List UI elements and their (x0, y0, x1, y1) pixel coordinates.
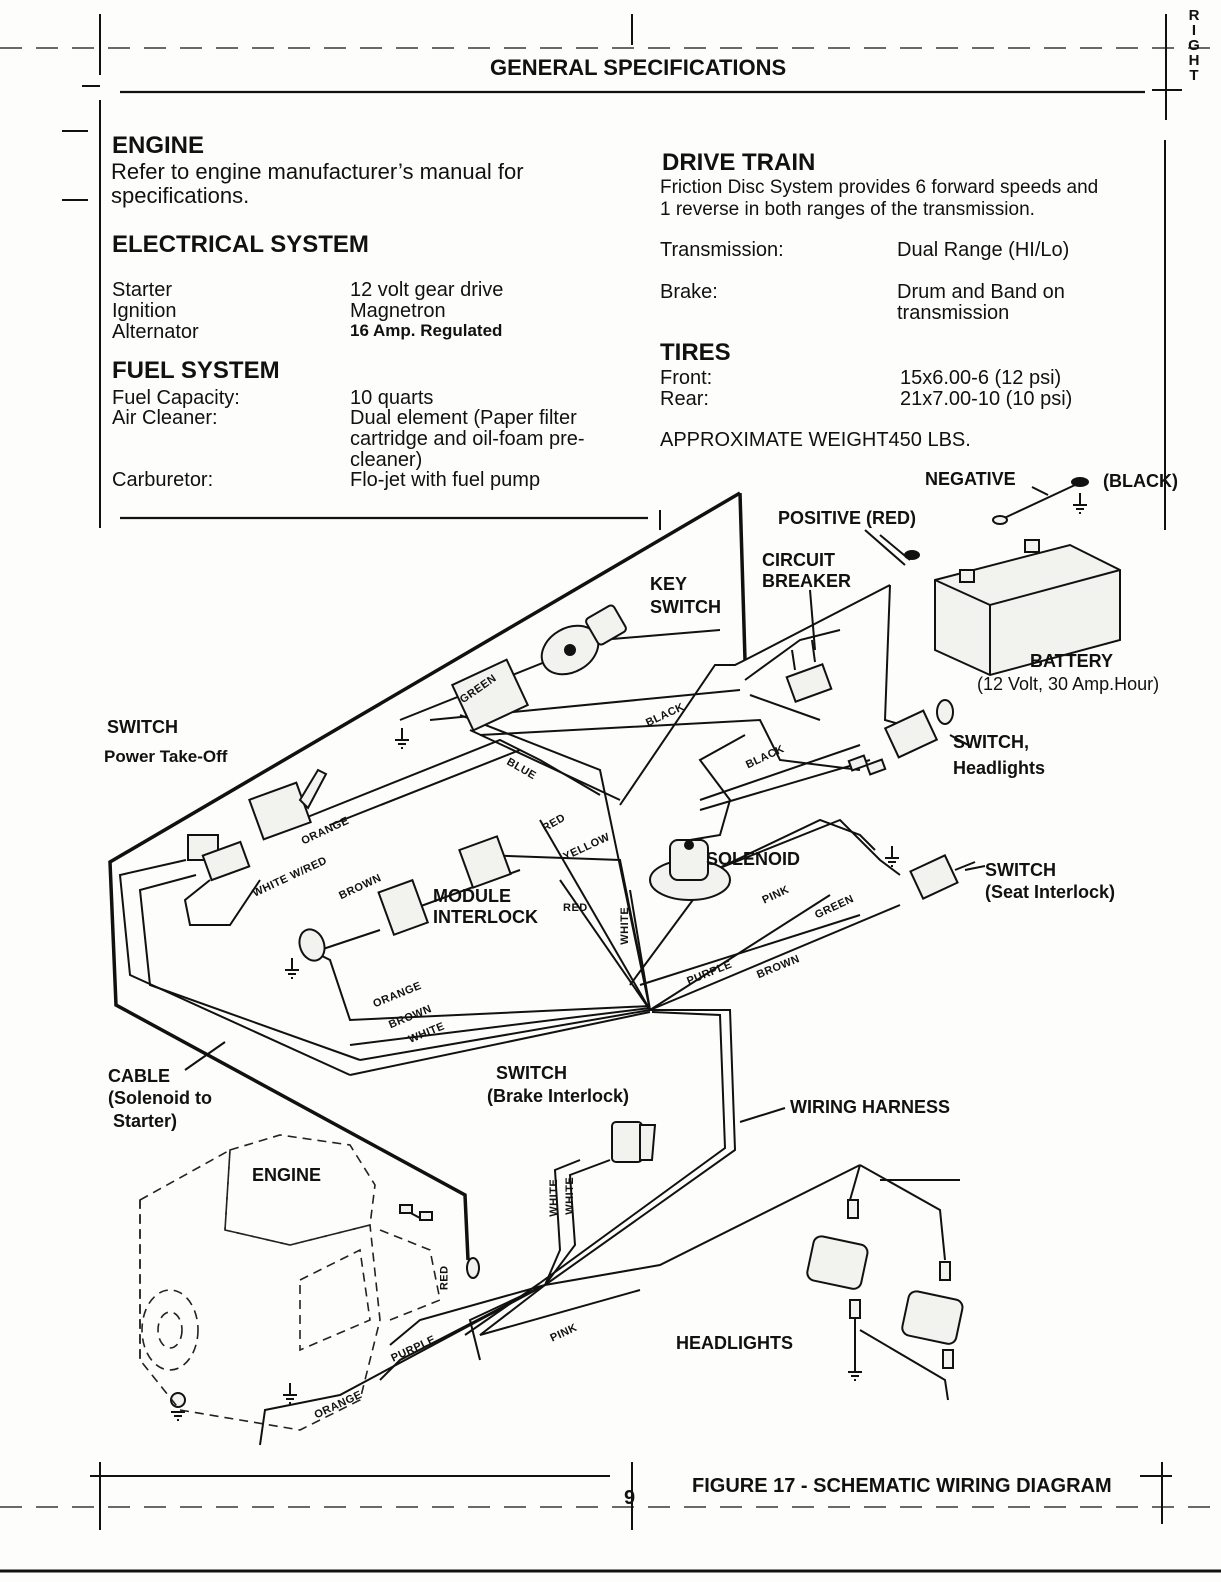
engine-outline (139, 1134, 480, 1431)
drive-train-text-l2: 1 reverse in both ranges of the transmis… (660, 199, 1035, 220)
air-cleaner-value-l3: cleaner) (350, 449, 423, 471)
electrical-heading: ELECTRICAL SYSTEM (112, 231, 369, 258)
rear-tire-value: 21x7.00-10 (10 psi) (900, 388, 1073, 410)
brake-sub-label: (Brake Interlock) (487, 1086, 630, 1106)
fuel-capacity-label: Fuel Capacity: (112, 387, 240, 409)
wire-white-label-4: WHITE (564, 1176, 577, 1215)
ground-symbols (170, 493, 1087, 1421)
brake-switch-part (611, 1121, 657, 1163)
headlight-switch-label: SWITCH, (953, 732, 1029, 752)
positive-red-label: POSITIVE (RED) (778, 508, 917, 528)
solenoid-part (649, 839, 731, 901)
brake-switch-label: SWITCH (496, 1063, 567, 1083)
battery-label: BATTERY (1030, 651, 1113, 671)
brake-label: Brake: (660, 281, 718, 303)
drive-train-heading: DRIVE TRAIN (662, 149, 816, 176)
black-paren-label: (BLACK) (1103, 471, 1178, 491)
air-cleaner-value-l1: Dual element (Paper filter (350, 407, 577, 429)
cable-sub-l2: (Solenoid to (108, 1088, 212, 1108)
battery-part (879, 477, 1121, 677)
brake-value-l2: transmission (897, 302, 1010, 324)
figure-caption: FIGURE 17 - SCHEMATIC WIRING DIAGRAM (692, 1475, 1112, 1497)
module-label: MODULE (433, 886, 511, 906)
engine-text-line1: Refer to engine manufacturer’s manual fo… (111, 159, 524, 184)
circuit-breaker-part (785, 639, 833, 703)
module-interlock-part (298, 835, 512, 962)
alternator-label: Alternator (112, 321, 199, 343)
page-number: 9 (624, 1487, 636, 1509)
battery-spec-label: (12 Volt, 30 Amp.Hour) (977, 674, 1160, 694)
engine-text-line2: specifications. (111, 183, 250, 208)
starter-label: Starter (112, 279, 173, 301)
engine-diagram-label: ENGINE (252, 1165, 322, 1185)
wire-red-label-2: RED (563, 902, 588, 914)
engine-heading: ENGINE (112, 132, 205, 159)
tires-heading: TIRES (660, 339, 731, 366)
harness-wires (118, 584, 960, 1446)
seat-sub-label: (Seat Interlock) (985, 882, 1116, 902)
solenoid-label: SOLENOID (706, 849, 801, 869)
fuel-heading: FUEL SYSTEM (112, 357, 280, 384)
air-cleaner-value-l2: cartridge and oil-foam pre- (350, 428, 585, 450)
wire-white-label-1: WHITE (619, 906, 632, 945)
fuel-capacity-value: 10 quarts (350, 387, 434, 409)
carburetor-label: Carburetor: (112, 469, 214, 491)
seat-switch-part (909, 854, 976, 900)
cable-sub-l3: Starter) (113, 1111, 178, 1131)
cable-label: CABLE (108, 1066, 170, 1086)
transmission-value: Dual Range (HI/Lo) (897, 239, 1070, 261)
carburetor-value: Flo-jet with fuel pump (350, 469, 541, 491)
pto-switch-part (187, 768, 328, 882)
breaker-label: BREAKER (762, 571, 852, 591)
main-cable (108, 491, 747, 1261)
front-tire-value: 15x6.00-6 (12 psi) (900, 367, 1062, 389)
key-label: KEY (650, 574, 688, 594)
ignition-label: Ignition (112, 300, 177, 322)
wire-red-label-3: RED (438, 1265, 451, 1291)
headlight-switch-part (847, 699, 954, 776)
registration-marks (0, 14, 1221, 1573)
transmission-label: Transmission: (660, 239, 784, 261)
ignition-value: Magnetron (350, 300, 446, 322)
leader-lines (184, 486, 1049, 1123)
circuit-label: CIRCUIT (762, 550, 835, 570)
key-switch-part (540, 604, 627, 676)
rear-tire-label: Rear: (660, 388, 709, 410)
headlight-lamps (806, 1199, 964, 1369)
brake-value-l1: Drum and Band on (897, 281, 1065, 303)
approximate-weight: APPROXIMATE WEIGHT450 LBS. (660, 429, 971, 451)
connector-block (450, 658, 530, 732)
negative-label: NEGATIVE (925, 469, 1016, 489)
pto-sub-label: Power Take-Off (104, 747, 228, 766)
pto-switch-label: SWITCH (107, 717, 178, 737)
wire-white-label-3: WHITE (548, 1178, 561, 1217)
air-cleaner-label: Air Cleaner: (112, 407, 218, 429)
headlight-sub-label: Headlights (953, 758, 1046, 778)
interlock-label: INTERLOCK (433, 907, 538, 927)
drive-train-text-l1: Friction Disc System provides 6 forward … (660, 177, 1099, 198)
wiring-harness-label: WIRING HARNESS (790, 1097, 951, 1117)
headlights-label: HEADLIGHTS (676, 1333, 793, 1353)
page-title: GENERAL SPECIFICATIONS (490, 55, 787, 80)
front-tire-label: Front: (660, 367, 713, 389)
starter-value: 12 volt gear drive (350, 279, 504, 301)
key-switch-label: SWITCH (650, 597, 721, 617)
seat-switch-label: SWITCH (985, 860, 1056, 880)
alternator-value: 16 Amp. Regulated (350, 321, 503, 340)
